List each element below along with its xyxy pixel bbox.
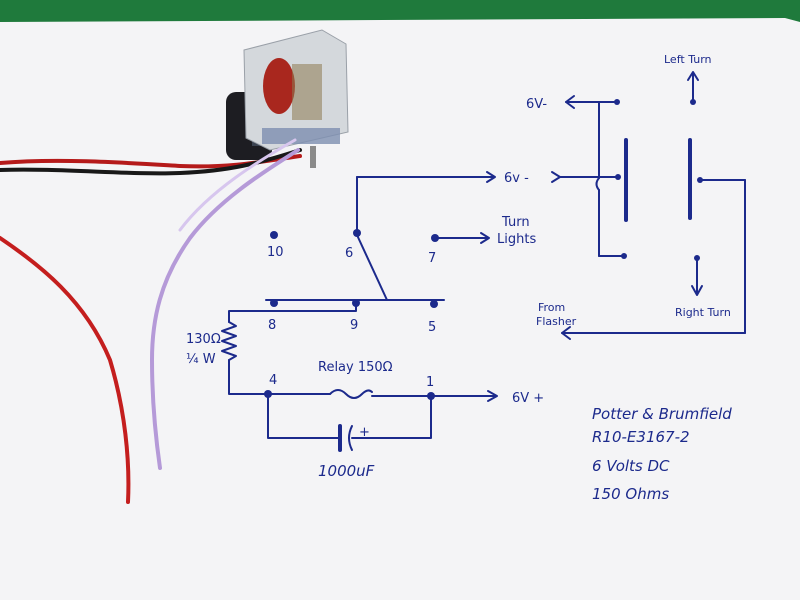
relay-component — [226, 29, 349, 168]
pin-7: 7 — [428, 251, 436, 266]
label-right-turn: Right Turn — [675, 306, 731, 319]
wires — [0, 138, 302, 504]
pin-10: 10 — [267, 245, 284, 260]
label-resistor-watt: ¼ W — [186, 352, 216, 367]
label-6v-minus-mid: 6v - — [504, 171, 529, 186]
pin-1: 1 — [426, 375, 434, 390]
label-turn: Turn — [501, 215, 530, 230]
note-voltage: 6 Volts DC — [592, 457, 670, 475]
label-relay-coil: Relay 150Ω — [318, 360, 393, 375]
label-capacitor: 1000uF — [318, 462, 375, 480]
pin-6: 6 — [345, 246, 353, 261]
pin-9: 9 — [350, 318, 358, 333]
label-left-turn: Left Turn — [664, 53, 712, 66]
schematic-labels: Left Turn 6V- 6v - Turn Lights From Flas… — [186, 53, 732, 503]
label-flasher: Flasher — [536, 315, 577, 328]
schematic — [221, 71, 746, 452]
label-resistor-ohms: 130Ω — [186, 332, 221, 347]
label-6v-plus: 6V + — [512, 391, 544, 406]
pin-4: 4 — [269, 373, 277, 388]
relay-coil — [263, 58, 295, 114]
note-part-number: R10-E3167-2 — [592, 428, 690, 446]
label-lights: Lights — [497, 232, 536, 247]
label-capacitor-plus: + — [359, 425, 370, 440]
pin-8: 8 — [268, 318, 276, 333]
label-from: From — [538, 301, 565, 314]
relay-base — [262, 128, 340, 144]
note-resistance: 150 Ohms — [592, 485, 669, 503]
pin-5: 5 — [428, 320, 436, 335]
label-6v-minus-top: 6V- — [526, 97, 547, 112]
note-manufacturer: Potter & Brumfield — [592, 405, 732, 423]
